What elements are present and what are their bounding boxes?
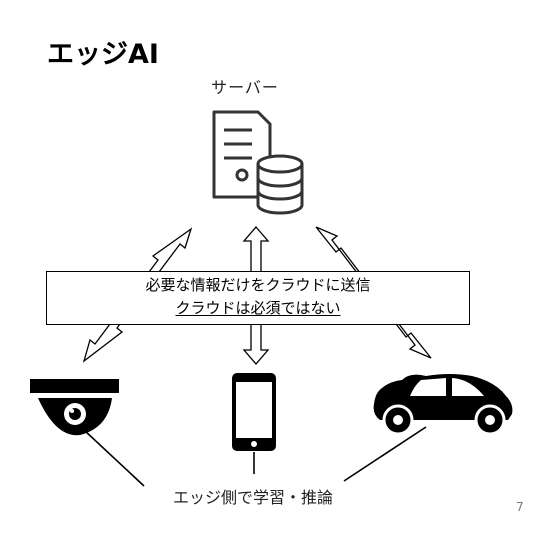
edge-learning-label: エッジ側で学習・推論 (172, 488, 333, 507)
info-callout-box: 必要な情報だけをクラウドに送信 クラウドは必須ではない (46, 271, 470, 325)
car-icon (373, 374, 513, 436)
server-label: サーバー (211, 78, 279, 97)
callout-line-cloud-not-required: クラウドは必須ではない (175, 299, 341, 317)
server-database-icon (212, 110, 304, 215)
connector-car (343, 426, 427, 482)
connector-camera (83, 429, 145, 487)
page-number: 7 (516, 500, 524, 514)
slide-title: エッジAI (47, 39, 159, 70)
callout-line-send-needed-info: 必要な情報だけをクラウドに送信 (145, 276, 371, 294)
security-camera-icon (30, 379, 119, 436)
smartphone-icon (232, 373, 276, 451)
